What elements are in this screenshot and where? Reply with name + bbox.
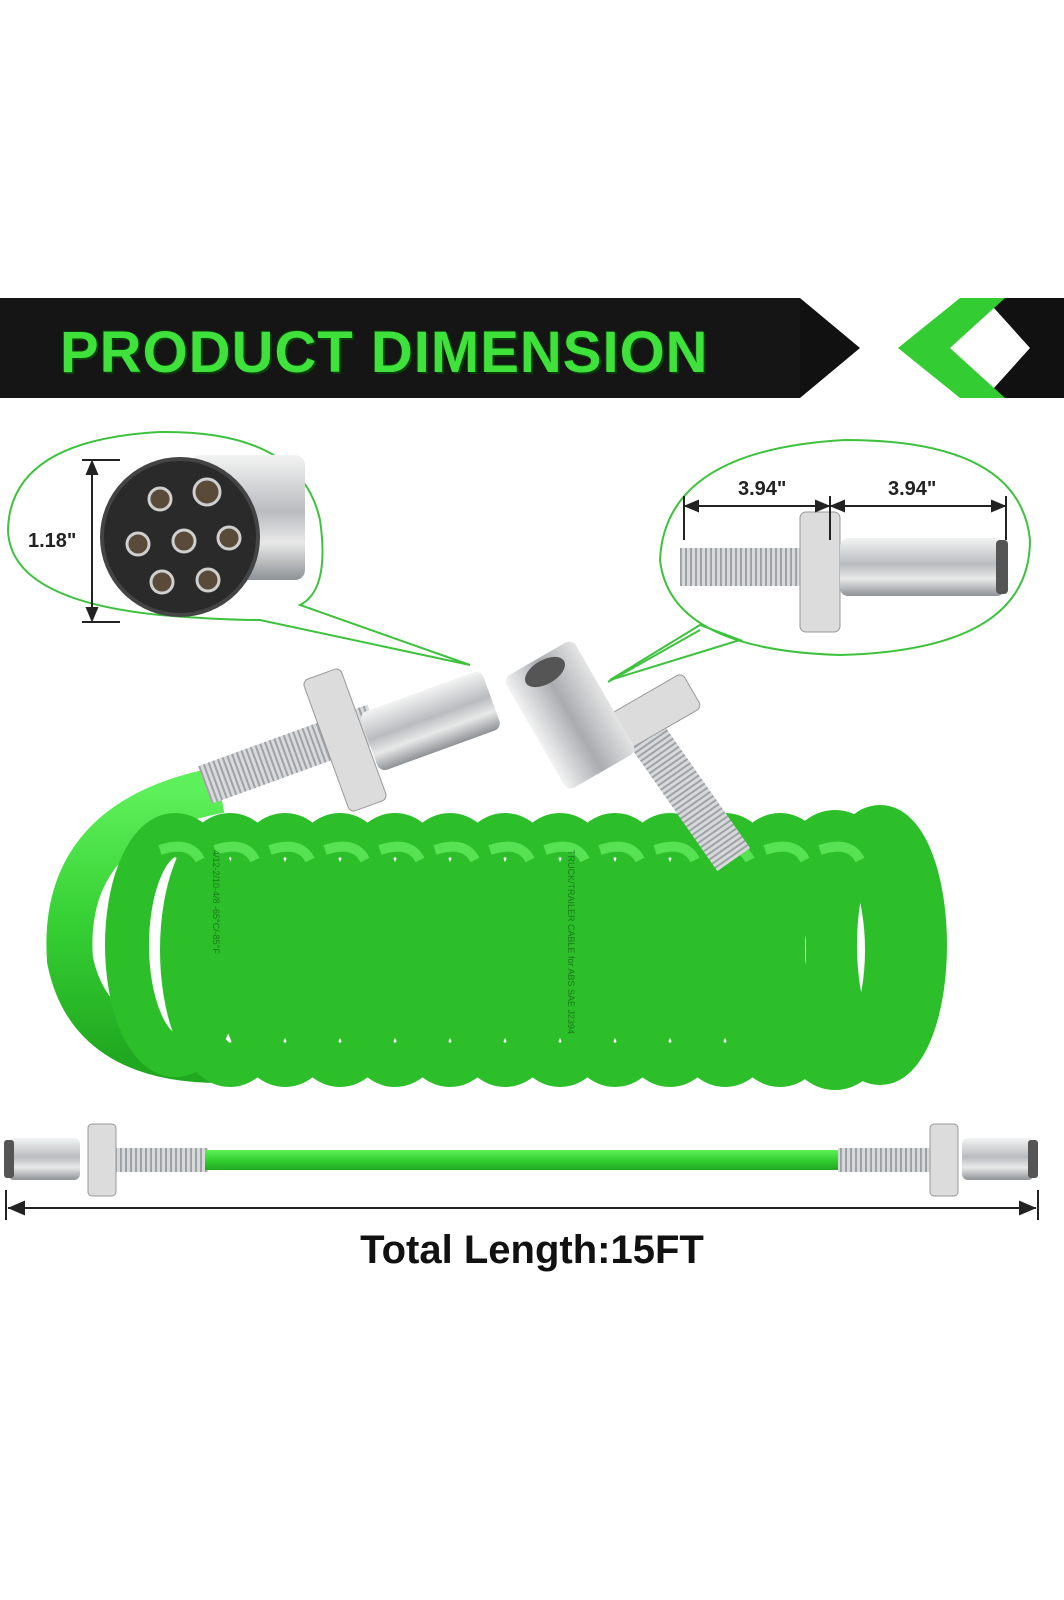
total-length-label: Total Length:15FT xyxy=(360,1228,704,1272)
plug-face-callout xyxy=(6,430,471,666)
chevron-left-icon xyxy=(898,298,1005,398)
plug-face-height-label: 1.18" xyxy=(28,530,77,552)
banner-title: PRODUCT DIMENSION xyxy=(60,320,709,385)
coiled-cable-icon xyxy=(46,641,947,1090)
dimension-arrow-icon xyxy=(82,459,120,623)
cable-print-2: 4/12-2/10-4/8 -65°C/-85°F xyxy=(211,850,221,954)
cable-print-1: TRUCK/TRAILER CABLE for ABS SAE J2394 xyxy=(566,850,576,1035)
plug-length-right-label: 3.94" xyxy=(888,478,937,500)
plug-length-callout xyxy=(607,438,1032,683)
banner xyxy=(0,298,1064,398)
straight-cable xyxy=(4,1123,1039,1220)
plug-length-left-label: 3.94" xyxy=(738,478,787,500)
